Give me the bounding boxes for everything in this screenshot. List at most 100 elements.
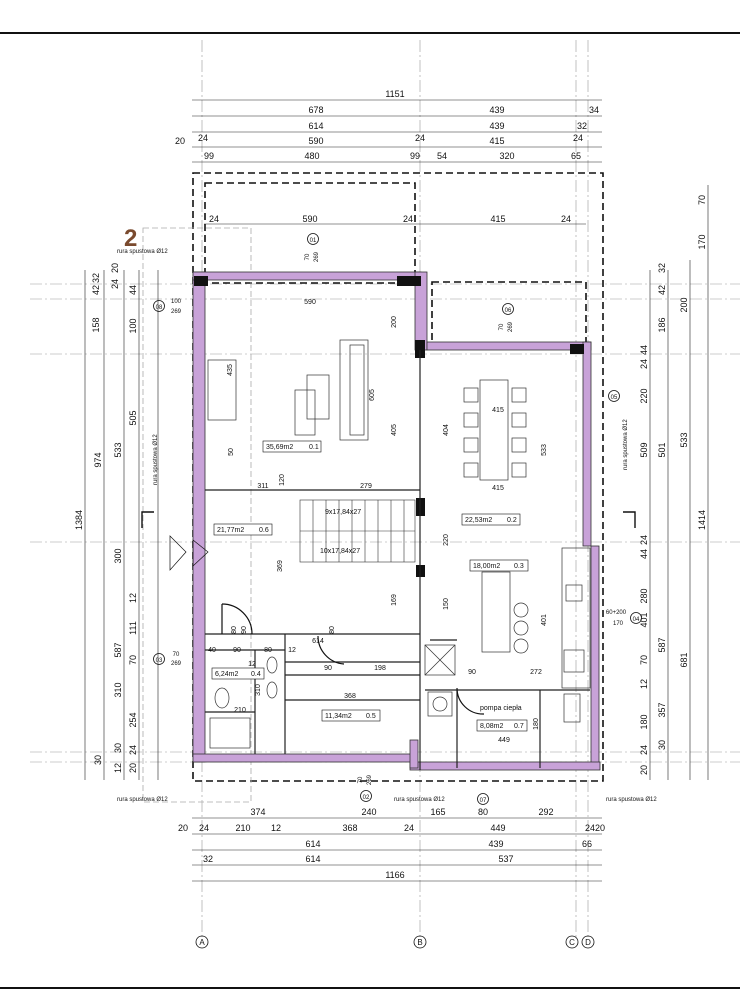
- svg-text:90: 90: [233, 647, 241, 654]
- room-area: 21,77m2: [217, 527, 244, 534]
- svg-text:415: 415: [492, 485, 504, 492]
- opening-number: 08: [156, 305, 163, 311]
- room-tag: 8,08m2 0.7: [476, 719, 528, 732]
- svg-text:1384: 1384: [74, 510, 84, 530]
- svg-text:24: 24: [639, 745, 649, 755]
- svg-text:24: 24: [110, 279, 120, 289]
- axis-label-d: D: [585, 938, 591, 947]
- axis-bubbles: A B C D: [195, 935, 595, 949]
- downpipe-label: rura spustowa Ø12: [623, 419, 629, 470]
- room-area: 35,69m2: [266, 444, 293, 451]
- svg-text:32: 32: [577, 121, 587, 131]
- opening-number: 03: [156, 658, 163, 664]
- svg-text:614: 614: [305, 854, 320, 864]
- svg-text:439: 439: [489, 121, 504, 131]
- svg-text:415: 415: [490, 214, 505, 224]
- svg-text:12: 12: [271, 823, 281, 833]
- opening-tag: 02 70 269: [358, 774, 373, 802]
- svg-text:20: 20: [178, 823, 188, 833]
- svg-text:210: 210: [234, 707, 246, 714]
- room-tag: 6,24m2 0.4: [211, 667, 265, 680]
- left-dimension-lines: [84, 270, 159, 780]
- downpipe-label: rura spustowa Ø12: [117, 797, 168, 803]
- room-area: 22,53m2: [465, 517, 492, 524]
- exterior-walls: [192, 271, 601, 771]
- svg-text:280: 280: [639, 588, 649, 603]
- room-labels: 35,69m2 0.1 21,77m2 0.6 22,53m2 0.2 18,0…: [211, 440, 529, 732]
- svg-text:198: 198: [374, 665, 386, 672]
- svg-text:65: 65: [571, 151, 581, 161]
- room-tag: 22,53m2 0.2: [461, 513, 521, 526]
- door-swings: [169, 535, 485, 715]
- opening-height: 269: [508, 321, 514, 332]
- svg-text:12: 12: [248, 661, 256, 668]
- svg-text:590: 590: [308, 136, 323, 146]
- svg-text:42: 42: [657, 285, 667, 295]
- room-number: 0.6: [259, 527, 269, 534]
- svg-text:449: 449: [498, 737, 510, 744]
- svg-text:605: 605: [369, 389, 376, 401]
- svg-text:50: 50: [228, 448, 235, 456]
- svg-text:439: 439: [489, 105, 504, 115]
- svg-text:24: 24: [585, 823, 595, 833]
- downpipe-label: rura spustowa Ø12: [153, 434, 159, 485]
- interior-dimensions: 590 200 605 435 405 50 311 120 279 369 1…: [208, 299, 548, 744]
- svg-text:180: 180: [533, 718, 540, 730]
- svg-text:12: 12: [639, 679, 649, 689]
- svg-text:401: 401: [639, 612, 649, 627]
- svg-text:614: 614: [305, 839, 320, 849]
- svg-text:99: 99: [410, 151, 420, 161]
- svg-text:24: 24: [199, 823, 209, 833]
- svg-text:272: 272: [530, 669, 542, 676]
- opening-tag: 04 60+200 170: [606, 610, 642, 627]
- svg-text:44: 44: [128, 285, 138, 295]
- right-dimensions: 70 170 1414 200 533 681 32 42 186 501 58…: [639, 195, 707, 775]
- svg-text:32: 32: [91, 273, 101, 283]
- svg-text:12: 12: [113, 763, 123, 773]
- opening-height: 269: [171, 661, 182, 667]
- svg-text:300: 300: [113, 548, 123, 563]
- svg-text:310: 310: [255, 684, 262, 696]
- svg-text:533: 533: [541, 444, 548, 456]
- svg-text:70: 70: [639, 655, 649, 665]
- opening-tag: 05: [608, 390, 620, 402]
- svg-text:20: 20: [595, 823, 605, 833]
- svg-text:587: 587: [113, 642, 123, 657]
- svg-text:1166: 1166: [385, 870, 404, 880]
- svg-text:311: 311: [257, 483, 268, 490]
- downpipe-label: rura spustowa Ø12: [117, 249, 168, 255]
- svg-text:200: 200: [391, 316, 398, 328]
- svg-text:99: 99: [204, 151, 214, 161]
- axis-bubble-a: [195, 935, 209, 949]
- svg-text:20: 20: [175, 136, 185, 146]
- svg-text:120: 120: [279, 474, 286, 486]
- interior-walls: [205, 350, 590, 770]
- kitchen-fittings: [481, 547, 591, 689]
- opening-number: 05: [611, 395, 618, 401]
- svg-text:974: 974: [93, 452, 103, 467]
- room-area: 18,00m2: [473, 563, 500, 570]
- top-dimension-lines: [192, 99, 602, 225]
- svg-text:24: 24: [639, 535, 649, 545]
- room-tag: 18,00m2 0.3: [469, 559, 529, 572]
- living-furniture: [207, 339, 369, 441]
- svg-text:80: 80: [478, 807, 488, 817]
- opening-number: 07: [480, 798, 487, 804]
- svg-text:480: 480: [304, 151, 319, 161]
- svg-text:320: 320: [499, 151, 514, 161]
- opening-number: 02: [363, 795, 370, 801]
- downpipe-label: rura spustowa Ø12: [394, 797, 445, 803]
- opening-tags: 01 70 269 02 70 269 03 70 269 04 60+200 …: [153, 233, 642, 805]
- svg-text:42: 42: [91, 285, 101, 295]
- opening-tag: 03 70 269: [153, 652, 182, 667]
- svg-text:435: 435: [227, 364, 234, 376]
- stairs-lower-label: 10x17,84x27: [320, 548, 360, 555]
- heat-pump-label: pompa ciepła: [480, 705, 522, 712]
- svg-text:368: 368: [342, 823, 357, 833]
- svg-text:32: 32: [657, 263, 667, 273]
- svg-text:90: 90: [324, 665, 332, 672]
- opening-size: 100: [171, 299, 182, 305]
- svg-text:415: 415: [489, 136, 504, 146]
- svg-text:80: 80: [264, 647, 272, 654]
